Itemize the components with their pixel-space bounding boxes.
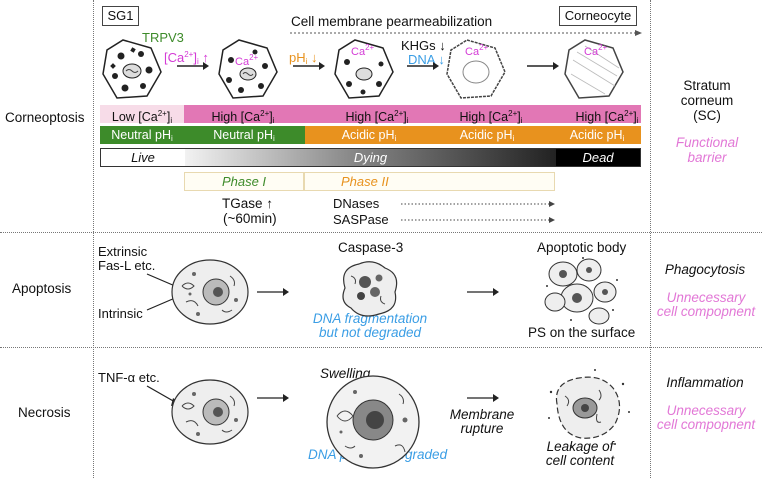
trpv3-label: TRPV3 bbox=[142, 30, 184, 45]
high-ca-bar: High [Ca2+]i High [Ca2+]i High [Ca2+]i H… bbox=[184, 105, 641, 125]
khgs-decrease-label: KHGs ↓ bbox=[401, 38, 446, 53]
dnases-arrow bbox=[401, 201, 555, 207]
unnecessary-apop-1: Unnecessary bbox=[666, 290, 746, 305]
high-ca-label-3: High [Ca2+]i bbox=[459, 109, 523, 125]
intrinsic-label: Intrinsic bbox=[98, 306, 143, 321]
sg1-label: SG1 bbox=[107, 8, 134, 23]
phase-1-box: Phase I bbox=[184, 172, 304, 191]
corneocyte-cell bbox=[564, 39, 624, 99]
acidic-ph-label-1: Acidic pHi bbox=[341, 128, 397, 143]
neutral-ph-label-2: Neutral pHi bbox=[213, 128, 275, 143]
membrane-rupture-1: Membrane bbox=[449, 407, 515, 422]
corneocyte-label: Corneocyte bbox=[564, 8, 632, 23]
cell3-ca-label: Ca2+ bbox=[351, 43, 375, 58]
cell2-ca-label: Ca2+ bbox=[235, 53, 259, 68]
cell4-ca-label: Ca2+ bbox=[465, 43, 489, 58]
ca-increase-label: [Ca2+]i ↑ bbox=[164, 50, 209, 66]
apoptotic-bodies bbox=[544, 257, 618, 325]
acidic-ph-bar: Acidic pHi Acidic pHi Acidic pHi bbox=[305, 126, 641, 144]
apoptotic-body-label: Apoptotic body bbox=[537, 240, 627, 255]
membrane-permeabilization-label: Cell membrane pearmeabilization bbox=[291, 14, 493, 29]
swelling-label: Swelling bbox=[320, 366, 371, 381]
necrosis-illustrations bbox=[146, 369, 630, 469]
dnases-label: DNases bbox=[333, 196, 380, 211]
row-divider-2 bbox=[0, 347, 762, 348]
saspase-arrow bbox=[401, 217, 555, 223]
acidic-ph-label-2: Acidic pHi bbox=[459, 128, 515, 143]
tnf-label: TNF-α etc. bbox=[98, 370, 160, 385]
granular-cell-1 bbox=[102, 39, 162, 99]
sg1-label-box: SG1 bbox=[102, 6, 139, 26]
dying-segment: Dying bbox=[185, 149, 556, 166]
acidic-ph-label-3: Acidic pHi bbox=[569, 128, 625, 143]
low-ca-bar: Low [Ca2+]i bbox=[100, 105, 184, 125]
phagocytosis-label: Phagocytosis bbox=[664, 262, 746, 277]
ph-decrease-label: pHi ↓ bbox=[289, 50, 318, 66]
high-ca-label-4: High [Ca2+]i bbox=[575, 109, 639, 125]
membrane-arrow bbox=[290, 30, 642, 36]
necrosis-normal-cell bbox=[171, 379, 249, 445]
tgase-label: TGase ↑ bbox=[222, 196, 274, 211]
right-divider bbox=[650, 0, 651, 478]
necrosis-ruptured-cell bbox=[548, 369, 630, 448]
cell5-ca-label: Ca2+ bbox=[584, 43, 608, 58]
unnecessary-necr-2: cell compopnent bbox=[656, 417, 756, 432]
dna-fragmentation-1: DNA fragmentation bbox=[312, 311, 428, 326]
row-label-necrosis: Necrosis bbox=[18, 405, 71, 420]
high-ca-label-2: High [Ca2+]i bbox=[345, 109, 409, 125]
apoptosis-shrinking-cell bbox=[342, 261, 398, 317]
membrane-rupture-2: rupture bbox=[460, 421, 504, 436]
left-divider bbox=[93, 0, 94, 478]
dna-fragmentation-2: but not degraded bbox=[318, 325, 422, 340]
corneoptosis-cell-stages bbox=[102, 39, 624, 99]
dna-decrease-label: DNA ↓ bbox=[408, 52, 445, 67]
unnecessary-necr-1: Unnecessary bbox=[666, 403, 746, 418]
tgase-time-label: (~60min) bbox=[223, 211, 277, 226]
row-divider-1 bbox=[0, 232, 762, 233]
sc-label-3: (SC) bbox=[693, 108, 721, 123]
phase-2-box: Phase II bbox=[304, 172, 555, 191]
ps-surface-label: PS on the surface bbox=[528, 325, 636, 340]
inflammation-label: Inflammation bbox=[666, 375, 744, 390]
apoptosis-illustrations bbox=[146, 257, 618, 325]
caspase3-label: Caspase-3 bbox=[338, 240, 404, 255]
necrosis-swollen-cell bbox=[326, 375, 420, 469]
functional-barrier-2: barrier bbox=[687, 150, 727, 165]
functional-barrier-1: Functional bbox=[675, 135, 739, 150]
extrinsic-label: Extrinsic bbox=[98, 244, 148, 259]
granular-cell-2 bbox=[218, 39, 278, 99]
corneocyte-label-box: Corneocyte bbox=[559, 6, 637, 26]
row-label-corneoptosis: Corneoptosis bbox=[5, 110, 85, 125]
leakage-1: Leakage of bbox=[546, 439, 614, 454]
sc-label-1: Stratum bbox=[683, 78, 731, 93]
fasl-label: Fas-L etc. bbox=[98, 258, 156, 273]
saspase-label: SASPase bbox=[333, 212, 389, 227]
high-ca-label-1: High [Ca2+]i bbox=[211, 109, 275, 125]
state-bar: Live Dying Dead bbox=[100, 148, 641, 167]
unnecessary-apop-2: cell compopnent bbox=[656, 304, 756, 319]
leakage-2: cell content bbox=[545, 453, 615, 468]
neutral-ph-label-1: Neutral pHi bbox=[111, 128, 173, 143]
dead-segment: Dead bbox=[556, 149, 640, 166]
sc-label-2: corneum bbox=[680, 93, 734, 108]
neutral-ph-bar: Neutral pHi Neutral pHi bbox=[100, 126, 305, 144]
apoptosis-normal-cell bbox=[171, 259, 249, 325]
dying-cell-4 bbox=[446, 39, 506, 99]
live-segment: Live bbox=[101, 149, 185, 166]
granular-cell-3 bbox=[334, 39, 394, 99]
row-label-apoptosis: Apoptosis bbox=[12, 281, 72, 296]
